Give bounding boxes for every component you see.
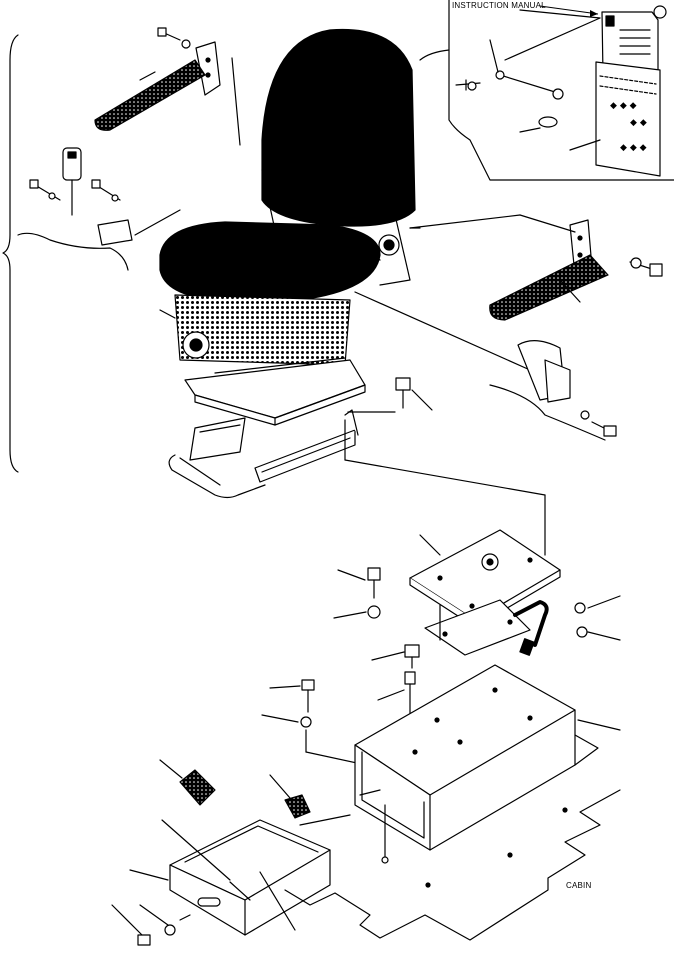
cabin-label: CABIN	[566, 881, 591, 890]
svg-text:◆ ◆: ◆ ◆	[630, 117, 647, 127]
group-brace	[2, 34, 19, 473]
seat-belt-buckle	[17, 147, 181, 271]
cabin-floor	[284, 789, 621, 941]
seat-stand-box	[354, 664, 621, 861]
right-armrest	[409, 214, 663, 321]
slide-rails	[168, 377, 546, 556]
storage-tray	[111, 759, 351, 946]
seat-mount-plate	[409, 529, 561, 656]
instruction-manual-label: INSTRUCTION MANUAL	[452, 1, 546, 10]
svg-text:◆ ◆ ◆: ◆ ◆ ◆	[620, 142, 647, 152]
seat-cushion	[159, 221, 531, 426]
seat-belt-anchor	[489, 340, 617, 441]
instruction-manual-inset: ◆ ◆ ◆ ◆ ◆ ◆ ◆ ◆	[419, 0, 674, 181]
svg-text:◆ ◆ ◆: ◆ ◆ ◆	[610, 100, 637, 110]
left-armrest	[94, 27, 241, 146]
mount-fasteners	[261, 567, 621, 769]
